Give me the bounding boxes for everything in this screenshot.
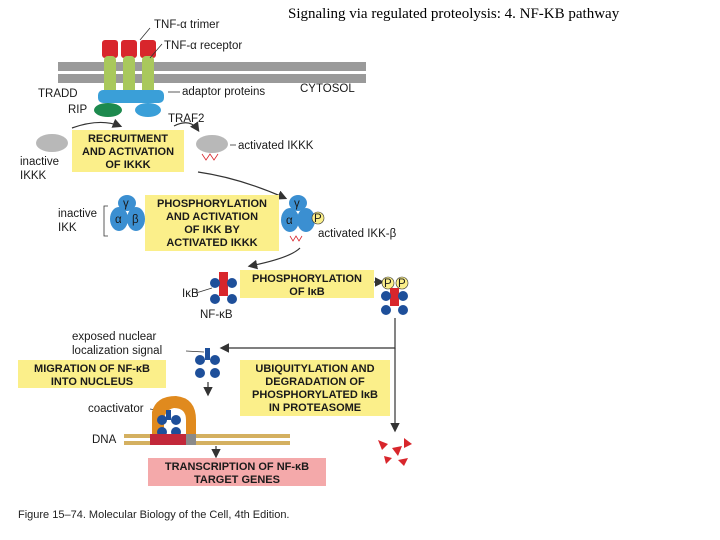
ikk-alpha: α bbox=[115, 214, 122, 226]
nfkb-label: NF-κB bbox=[200, 309, 233, 321]
recruitment-line-2: AND ACTIVATION bbox=[82, 146, 174, 158]
traf2-protein bbox=[135, 103, 161, 117]
recruitment-line-1: RECRUITMENT bbox=[88, 133, 168, 145]
phospho-ikb-p2: P bbox=[398, 278, 406, 290]
inactive-ikk-label-1: inactive bbox=[58, 208, 97, 220]
phos-ikk-line-4: ACTIVATED IKKK bbox=[166, 237, 257, 249]
act-ikk-phospho: P bbox=[314, 213, 322, 225]
phos-ikk-line-3: OF IKK BY bbox=[184, 224, 240, 236]
coactivator-label: coactivator bbox=[88, 403, 144, 415]
inactive-ikk-label-2: IKK bbox=[58, 222, 77, 234]
phosphorylation-ikb-box: PHOSPHORYLATION OF IκB bbox=[240, 270, 374, 298]
migration-line-1: MIGRATION OF NF-κB bbox=[34, 363, 150, 375]
activated-ikk-label: activated IKK-β bbox=[318, 228, 397, 240]
phos-ikk-line-2: AND ACTIVATION bbox=[166, 211, 258, 223]
phosphorylation-ikk-box: PHOSPHORYLATION AND ACTIVATION OF IKK BY… bbox=[145, 195, 279, 251]
transcription-line-1: TRANSCRIPTION OF NF-κB bbox=[165, 461, 309, 473]
adaptor-proteins-label: adaptor proteins bbox=[182, 86, 265, 98]
activated-ikkk-label: activated IKKK bbox=[238, 140, 314, 152]
arrow-split bbox=[219, 318, 396, 353]
arrow-to-ikk bbox=[197, 171, 288, 200]
phos-ikb-line-1: PHOSPHORYLATION bbox=[252, 273, 362, 285]
transcription-box: TRANSCRIPTION OF NF-κB TARGET GENES bbox=[148, 458, 326, 486]
ubiq-line-1: UBIQUITYLATION AND bbox=[255, 363, 374, 375]
dna-label: DNA bbox=[92, 434, 117, 446]
tnf-receptor-label: TNF-α receptor bbox=[164, 40, 242, 52]
phosphorylated-ikb-complex: P P bbox=[381, 276, 409, 315]
rip-label: RIP bbox=[68, 104, 88, 116]
tnf-trimer-label: TNF-α trimer bbox=[154, 19, 220, 31]
phospho-ikb-p1: P bbox=[384, 278, 392, 290]
slide-title: Signaling via regulated proteolysis: 4. … bbox=[288, 6, 620, 22]
rip-protein bbox=[94, 103, 122, 117]
ubiquitylation-box: UBIQUITYLATION AND DEGRADATION OF PHOSPH… bbox=[240, 360, 390, 416]
free-nfkb bbox=[195, 348, 220, 378]
ubiq-line-2: DEGRADATION OF bbox=[265, 376, 365, 388]
inactive-ikkk-label-1: inactive bbox=[20, 156, 59, 168]
ikk-beta: β bbox=[132, 214, 139, 226]
inactive-ikkk-label-2: IKKK bbox=[20, 170, 47, 182]
phos-ikb-line-2: OF IκB bbox=[289, 286, 325, 298]
recruitment-line-3: OF IKKK bbox=[105, 159, 150, 171]
tradd-label: TRADD bbox=[38, 88, 78, 100]
degraded-ikb-fragments bbox=[378, 438, 412, 466]
exposed-nls-label-2: localization signal bbox=[72, 345, 162, 357]
transcription-line-2: TARGET GENES bbox=[194, 474, 280, 486]
adaptor-proteins bbox=[94, 90, 164, 117]
ikk-gamma: γ bbox=[123, 198, 129, 210]
tnf-alpha-receptor bbox=[104, 56, 154, 96]
act-ikk-alpha: α bbox=[286, 215, 293, 227]
ikb-nfkb-complex bbox=[210, 272, 237, 304]
ikb-label: IκB bbox=[182, 288, 199, 300]
plasma-membrane bbox=[58, 62, 366, 83]
dna-strand bbox=[124, 434, 290, 445]
migration-box: MIGRATION OF NF-κB INTO NUCLEUS bbox=[18, 360, 166, 388]
arrow-ikkk-recruit-out bbox=[173, 121, 200, 132]
inactive-ikkk bbox=[36, 134, 68, 152]
tnf-alpha-trimer bbox=[102, 40, 156, 58]
act-ikk-gamma: γ bbox=[294, 198, 300, 210]
arrow-to-ikb bbox=[247, 247, 301, 270]
figure-caption: Figure 15–74. Molecular Biology of the C… bbox=[18, 509, 290, 521]
inactive-ikk-complex: γ α β bbox=[110, 195, 145, 231]
arrow-ikkk-recruit-in bbox=[71, 118, 123, 129]
phos-ikk-line-1: PHOSPHORYLATION bbox=[157, 198, 267, 210]
activated-ikk-complex: γ α P bbox=[281, 195, 325, 242]
exposed-nls-label-1: exposed nuclear bbox=[72, 331, 157, 343]
activated-ikkk bbox=[196, 135, 228, 153]
ubiq-line-3: PHOSPHORYLATED IκB bbox=[252, 389, 378, 401]
migration-line-2: INTO NUCLEUS bbox=[51, 376, 133, 388]
recruitment-box: RECRUITMENT AND ACTIVATION OF IKKK bbox=[72, 130, 184, 172]
ubiq-line-4: IN PROTEASOME bbox=[269, 402, 361, 414]
cytosol-label: CYTOSOL bbox=[300, 83, 355, 95]
